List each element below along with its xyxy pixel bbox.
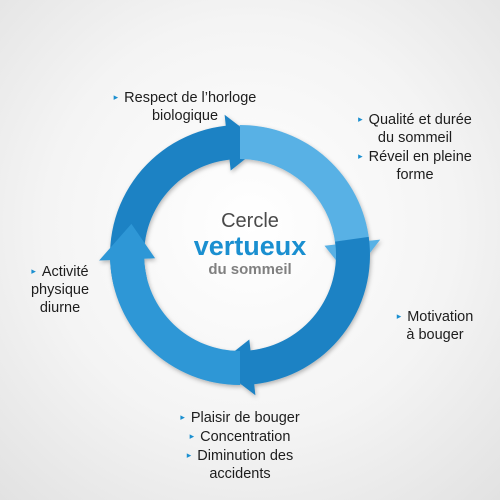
label-top-right: ▸ Qualité et durée du sommeil ▸ Réveil en …	[340, 110, 490, 184]
bullet-icon: ▸	[113, 92, 119, 102]
arrow-lower-left	[99, 223, 240, 385]
center-title-line2: vertueux	[193, 231, 307, 261]
label-bottom: ▸Plaisir de bouger ▸Concentration ▸Dimin…	[140, 408, 340, 483]
label-top: ▸ Respect de l’horloge biologique	[80, 88, 290, 125]
bullet-icon: ▸	[189, 431, 195, 441]
label-text: à bouger	[406, 327, 464, 343]
label-text: Concentration	[200, 429, 291, 445]
center-title: Cercle vertueux du sommeil	[150, 210, 350, 280]
label-text: Plaisir de bouger	[190, 410, 300, 426]
label-text: Respect de l’horloge	[124, 90, 257, 106]
label-left: ▸ Activité physique diurne	[10, 262, 110, 317]
bullet-icon: ▸	[396, 311, 402, 321]
label-text: Qualité et durée	[368, 112, 472, 128]
label-text: Activité	[41, 264, 89, 280]
bullet-icon: ▸	[31, 266, 36, 276]
arrow-upper-right	[240, 125, 381, 279]
label-text: Motivation	[407, 309, 474, 325]
center-title-line3: du sommeil	[208, 261, 292, 278]
bullet-icon: ▸	[358, 151, 363, 161]
center-title-line1: Cercle	[221, 210, 279, 232]
label-text: du sommeil	[377, 130, 453, 146]
bullet-icon: ▸	[180, 412, 185, 422]
label-text: diurne	[39, 300, 81, 316]
arrow-lower-right	[216, 236, 370, 396]
bullet-icon: ▸	[186, 450, 192, 460]
bullet-icon: ▸	[358, 114, 363, 124]
label-text: accidents	[209, 466, 271, 482]
label-right: ▸ Motivation à bouger	[375, 307, 495, 344]
label-text: physique	[30, 282, 90, 298]
label-text: Diminution des	[197, 448, 294, 464]
label-text: Réveil en pleine	[368, 149, 472, 165]
label-text: forme	[396, 167, 434, 183]
label-text: biologique	[151, 108, 219, 124]
arrow-upper-left	[110, 114, 264, 287]
